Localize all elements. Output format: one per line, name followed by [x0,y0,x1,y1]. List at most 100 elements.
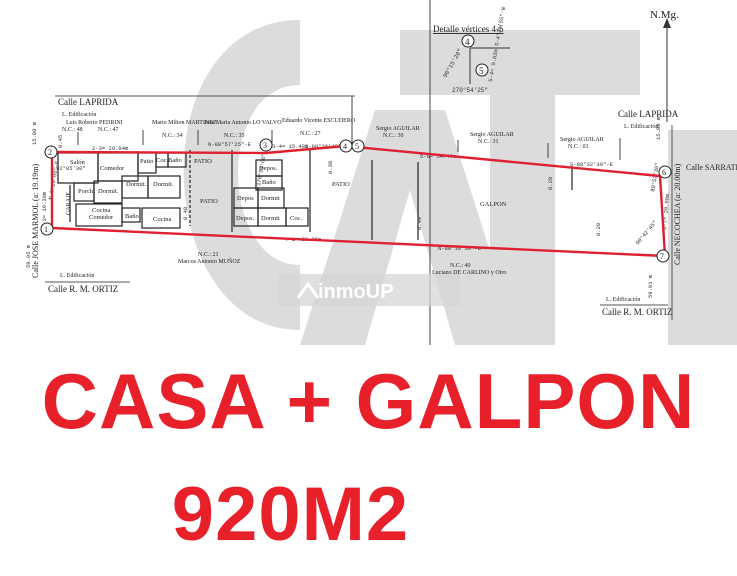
watermark-c-shape [183,20,300,330]
street-ortiz-left: Calle R. M. ORTIZ [48,284,118,294]
vertex-7 [656,249,670,263]
neighbor-7-nc: N.C.: 03 [568,144,589,150]
neighbor-2-nc: N.C.: 34 [162,133,183,139]
label-porch: Porch [78,188,94,195]
detail-angle-b: 270°54'25" [452,87,488,94]
neighbors-bottom: N.C.: 21 Marcos Antonio MUÑOZ N.C.: 40 L… [178,252,506,276]
wall-040a: 0.40 [182,207,189,220]
measure-d5995: 59.95 m [25,244,32,268]
top-ticks [77,96,621,160]
room-bano-2 [121,207,141,223]
label-bano-1: Baño [168,157,182,164]
neighbor-b2-name: Luciano DE CARLINO y Otro [432,270,506,276]
street-necochea: Calle NECOCHEA (a: 20.00m) [673,163,682,265]
street-laprida-left: Calle LAPRIDA [58,97,119,107]
measure-2-3: 2-3= 29.04m [92,145,129,152]
inmoup-brand: inmoUP [318,281,394,303]
edificacion-bl: L. Edificación [60,272,94,279]
detail-vertex-4-label: 4 [465,37,470,47]
label-cocina: Cocina [153,216,172,223]
measure-d5991: 59.91 m [647,274,654,298]
label-galpon: GALPON [480,201,507,208]
label-coc-1: Coc. [156,157,168,164]
wall-030: 0.30 [327,161,334,174]
neighbors-top: Luis Roberto PEDRINI N.C.: 48 N.C.: 47 M… [62,118,604,150]
measure-d1500: 15.00 m [31,121,38,145]
neighbor-1-nc: N.C.: 47 [98,127,119,133]
room-cocina [141,207,181,229]
measure-bearing-2-3: N-88°57'25"-E [208,141,252,148]
label-dormit-4: Dormit [261,195,280,202]
neighbor-b2-nc: N.C.: 40 [450,263,471,269]
neighbor-1-extra: N.C.: 48 [62,127,83,133]
wall-045: 0.45 [57,135,64,148]
vertex-4-label: 4 [343,142,347,151]
measure-3-4: 3-4= 15.48m [272,143,309,150]
label-patio-2: PATIO [194,158,212,165]
label-comedor: Comedor [100,165,125,172]
measure-right-dim: 6-7= 20.00m [661,193,671,230]
neighbor-4-nc: N.C.: 27 [300,131,321,137]
wall-040b: 0.40 [416,217,423,230]
label-dormit-5: Dormit [261,215,280,222]
watermark-n-shape [668,130,737,345]
label-cocina-comedor-2: Comedor [89,214,114,221]
label-patio-3: PATIO [200,198,218,205]
neighbor-6-name: Sergio AGUILAR [470,132,514,138]
room-dormit-3 [147,175,181,199]
vertex-3-label: 3 [263,141,267,150]
measure-bearing-5-6: S-89°32'30"-E [570,161,614,168]
label-cocina-comedor-1: Cocina [92,207,111,214]
label-bano-3: Baño [262,179,276,186]
vertex-3 [259,138,273,152]
measure-right-ang-2: 90°42'45" [634,219,658,246]
vertex-6-label: 6 [662,168,666,177]
north-label: N.Mg. [650,9,679,21]
headline-area: 920M2 [171,472,410,557]
label-bano-2: Baño [125,213,139,220]
vertex-7-label: 7 [660,252,664,261]
room-coc-2 [285,207,309,227]
neighbor-5-nc: N.C.: 30 [383,133,404,139]
label-coc-2: Coc. [290,215,302,222]
label-dormit-1: Dormit. [98,188,119,195]
edificacion-tr: L. Edificación [624,123,658,130]
vertex-1 [40,222,54,236]
room-labels: Salón Comedor Patio Coc. Baño PATIO Porc… [66,157,507,223]
detail-vertex-4 [461,34,475,48]
edificacion-br: L. Edificación [606,296,640,303]
street-jose-marmol: Calle JOSE MARMOL (a: 19.19m) [31,164,40,278]
label-dormit-2: Dormit. [126,181,147,188]
north-arrow-icon [663,18,671,28]
measure-5-6: 5-6= 54.47m [420,153,457,160]
neighbor-3-nc: N.C.: 35 [224,133,245,139]
inmoup-backdrop [278,274,460,306]
street-ortiz-right: Calle R. M. ORTIZ [602,307,672,317]
edificacion-tl: L. Edificación [62,111,96,118]
neighbor-2-name: Mario Milton MARTINEZ [152,120,217,126]
label-patio-4: PATIO [332,181,350,188]
label-dormit-3: Dormit. [153,181,174,188]
label-depos-1: Depos. [259,165,278,172]
street-laprida-right: Calle LAPRIDA [618,109,679,119]
label-garage: GARAJE [66,192,72,215]
measure-d1500r: 15.00 m [655,116,662,140]
measure-bearing-7-1: N-88°18'50"-W [438,245,482,252]
label-depos-2: Depos [237,195,254,202]
vertex-detail-title: Detalle vértices 4-5 [433,24,504,34]
neighbor-3-name: Jose Maria Antonio LO VALVO [204,120,282,126]
neighbor-7-name: Sergio AGUILAR [560,137,604,143]
neighbor-b1-name: Marcos Antonio MUÑOZ [178,257,241,265]
detail-vertex-5-label: 5 [479,66,484,76]
vertex-markers: 1 2 3 4 5 6 7 [40,138,672,263]
headline-casa-galpon: CASA + GALPON [41,357,696,445]
vertex-2 [44,145,58,159]
street-sarratea: Calle SARRATEA [686,163,737,172]
vertex-5-label: 5 [355,142,359,151]
house-walls [57,150,573,240]
vertex-5 [351,139,365,153]
vertex-1-label: 1 [44,225,48,234]
neighbor-b1-nc: N.C.: 21 [198,252,219,258]
measure-left-ang: 92°05'30" [56,165,86,172]
neighbor-1-name: Luis Roberto PEDRINI [66,120,123,126]
